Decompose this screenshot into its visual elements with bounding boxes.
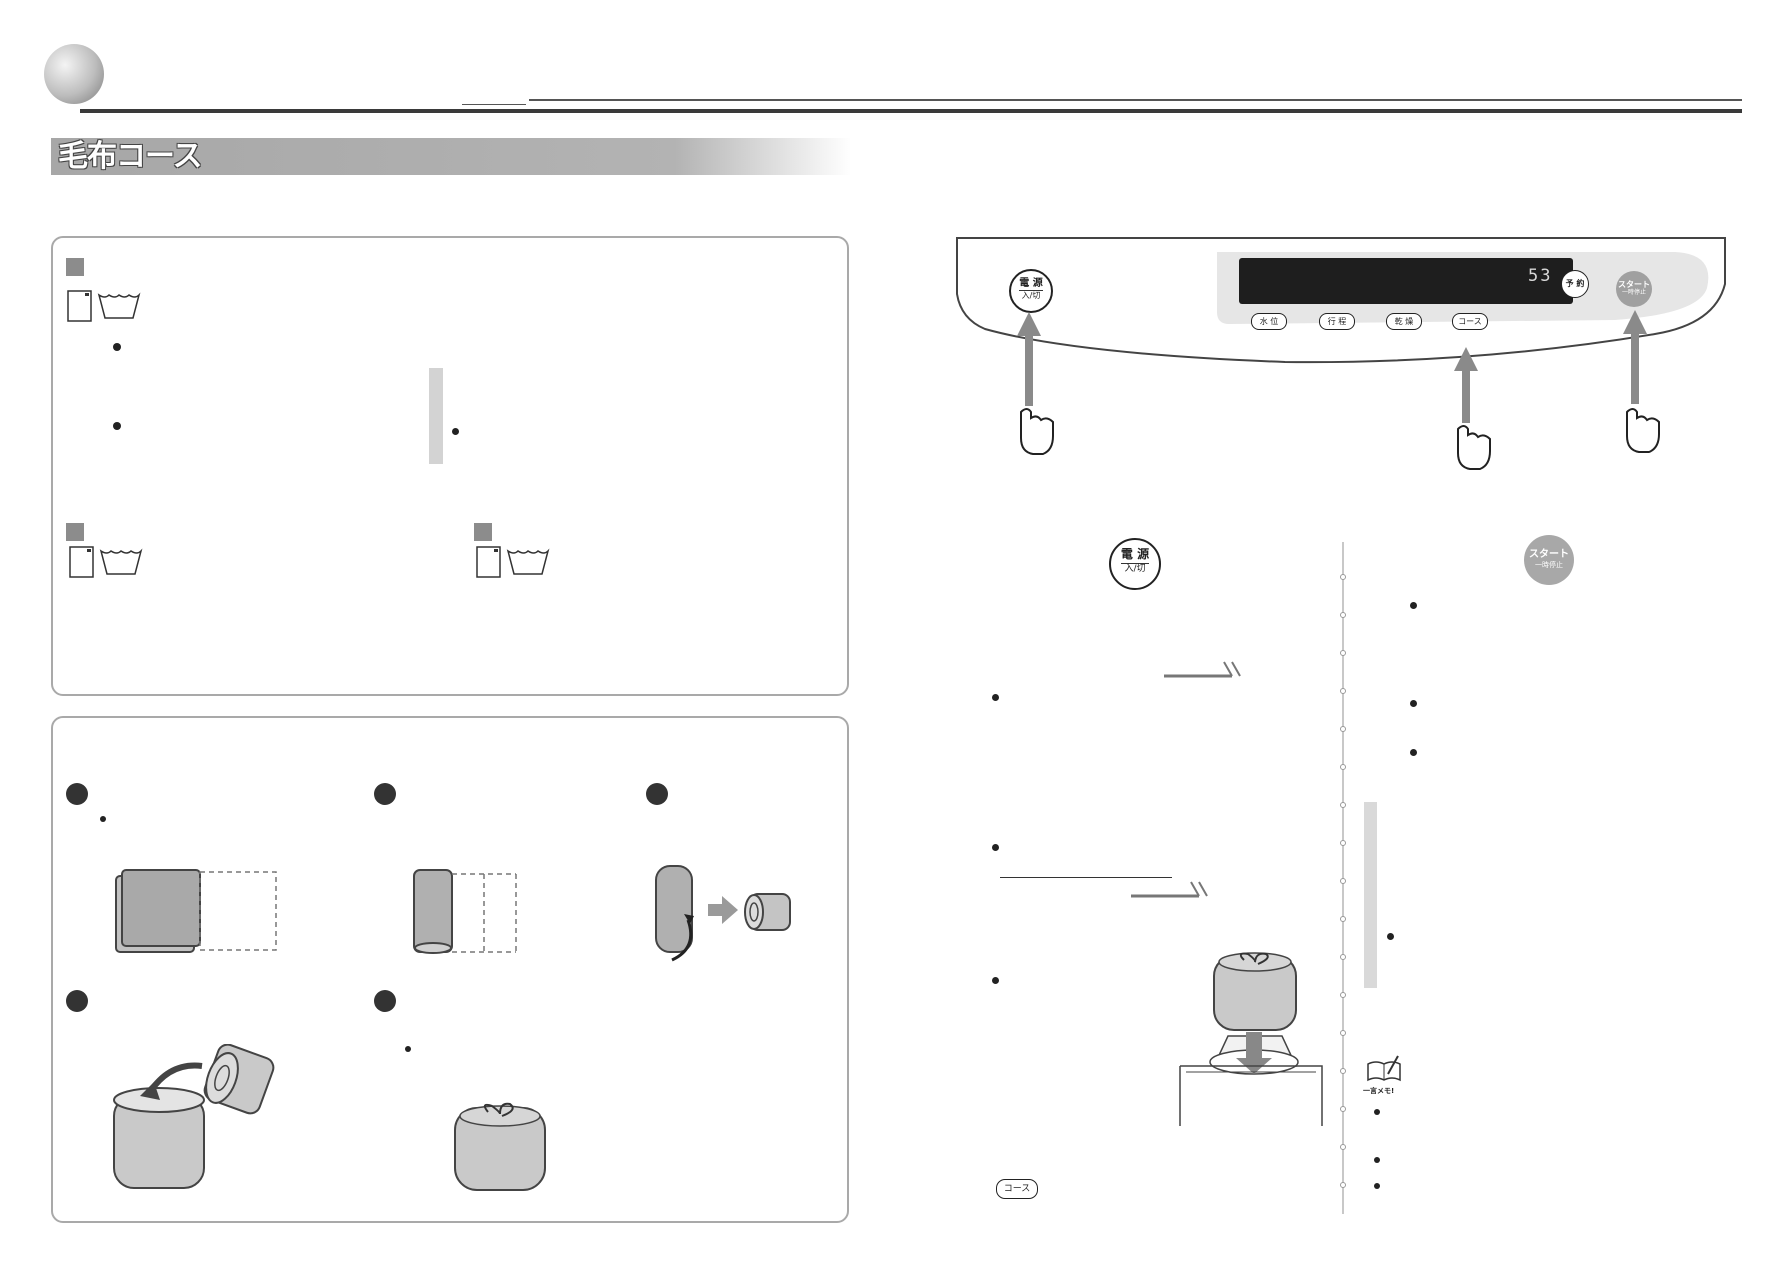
start-icon-label-top: スタート xyxy=(1529,549,1569,560)
power-button-label-top: 電 源 xyxy=(1019,278,1043,289)
bullet xyxy=(1374,1183,1380,1189)
bullet xyxy=(992,977,999,984)
step-divider-mark xyxy=(1340,1106,1346,1112)
bullet xyxy=(992,694,999,701)
power-icon-label-top: 電 源 xyxy=(1120,547,1150,561)
press-arrow-start xyxy=(1623,310,1660,453)
start-pause-button[interactable]: スタート 一時停止 xyxy=(1616,271,1652,307)
step-divider-mark xyxy=(1340,878,1346,884)
start-button-label-bottom: 一時停止 xyxy=(1621,289,1646,296)
press-arrow-course xyxy=(1454,347,1491,470)
bullet xyxy=(1410,602,1417,609)
step-divider-mark xyxy=(1340,764,1346,770)
bullet xyxy=(1410,749,1417,756)
bullet xyxy=(1387,933,1394,940)
step-divider-mark xyxy=(1340,954,1346,960)
process-button[interactable]: 行 程 xyxy=(1319,313,1355,330)
step-divider-mark xyxy=(1340,992,1346,998)
care-label-icon xyxy=(67,290,141,322)
start-button-label-top: スタート xyxy=(1618,280,1650,289)
section-header-circle xyxy=(44,44,104,104)
step-number xyxy=(66,990,88,1012)
reserve-button[interactable]: 予 約 xyxy=(1561,270,1589,298)
washable-items-panel xyxy=(51,236,849,696)
section-marker xyxy=(66,523,84,541)
course-button-icon: コース xyxy=(996,1179,1038,1199)
water-level-button[interactable]: 水 位 xyxy=(1251,313,1287,330)
power-button-label-bottom: 入/切 xyxy=(1019,290,1043,301)
page-title: 毛布コース xyxy=(58,139,202,174)
title-band xyxy=(51,138,851,175)
bullet xyxy=(992,844,999,851)
bullet xyxy=(405,1046,411,1052)
bullet xyxy=(100,816,106,822)
next-arrow xyxy=(1164,661,1241,678)
note-tag xyxy=(1364,802,1377,988)
care-label-icon xyxy=(69,546,143,578)
step-divider-mark xyxy=(1340,1068,1346,1074)
step-number xyxy=(374,783,396,805)
bullet xyxy=(113,343,121,351)
display-digits: 53 xyxy=(1528,266,1553,286)
power-button[interactable]: 電 源 入/切 xyxy=(1009,269,1053,313)
header-rule-top xyxy=(529,99,1742,101)
next-arrow xyxy=(1131,881,1208,898)
closed-net-illustration xyxy=(454,1102,546,1191)
bullet xyxy=(113,422,121,430)
step-divider-mark xyxy=(1340,1144,1346,1150)
bullet xyxy=(1374,1109,1380,1115)
start-icon-label-bottom: 一時停止 xyxy=(1535,561,1563,569)
memo-icon xyxy=(1367,1055,1401,1082)
memo-label: 一言メモ! xyxy=(1363,1087,1395,1095)
coil-blanket-illustration xyxy=(655,865,791,962)
step-number xyxy=(646,783,668,805)
step-divider-mark xyxy=(1340,612,1346,618)
step-number xyxy=(374,990,396,1012)
header-rule-short xyxy=(462,104,526,105)
power-icon-label-bottom: 入/切 xyxy=(1121,563,1149,575)
fold-blanket-illustration xyxy=(115,869,277,953)
step-divider-mark xyxy=(1340,688,1346,694)
power-icon: 電 源 入/切 xyxy=(1109,538,1161,590)
step-divider-mark xyxy=(1340,840,1346,846)
step-divider-mark xyxy=(1340,802,1346,808)
step-number xyxy=(66,783,88,805)
step-divider-mark xyxy=(1340,1182,1346,1188)
step-divider-mark xyxy=(1340,1030,1346,1036)
bullet xyxy=(1374,1157,1380,1163)
section-marker xyxy=(474,523,492,541)
start-icon: スタート 一時停止 xyxy=(1524,535,1574,585)
roll-blanket-illustration xyxy=(413,869,517,954)
step-divider-mark xyxy=(1340,916,1346,922)
step-divider-mark xyxy=(1340,650,1346,656)
header-rule-main xyxy=(80,109,1742,113)
care-label-icon xyxy=(476,546,550,578)
put-into-net-illustration xyxy=(113,1044,275,1189)
step-divider-mark xyxy=(1340,574,1346,580)
press-arrow-power xyxy=(1017,312,1054,455)
section-marker xyxy=(66,258,84,276)
load-net-into-washer-illustration xyxy=(1179,952,1323,1126)
dry-button[interactable]: 乾 燥 xyxy=(1386,313,1422,330)
washer-control-panel xyxy=(956,237,1726,364)
underline xyxy=(1000,877,1172,878)
step-divider-mark xyxy=(1340,726,1346,732)
bullet xyxy=(452,428,459,435)
note-tag xyxy=(429,368,443,464)
course-button[interactable]: コース xyxy=(1452,313,1488,330)
bullet xyxy=(1410,700,1417,707)
